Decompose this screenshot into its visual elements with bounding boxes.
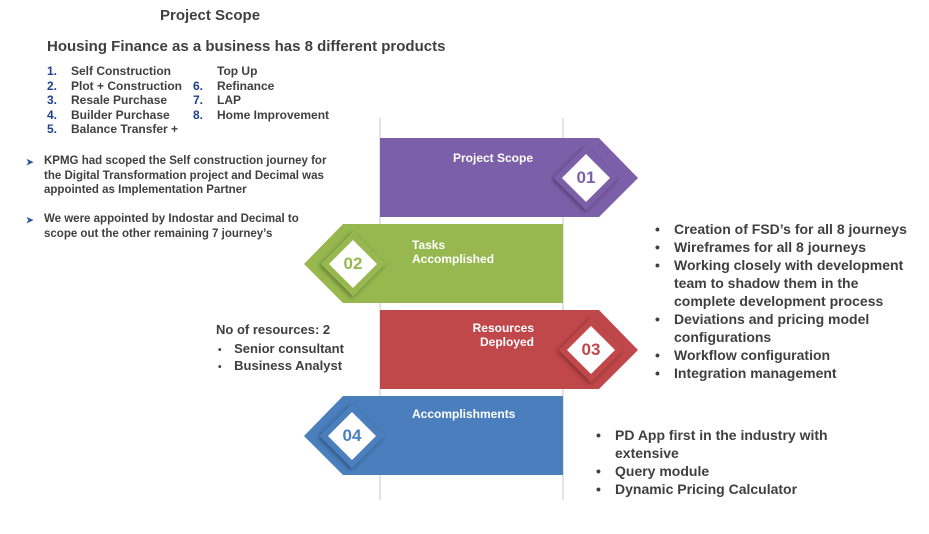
step-number: 04 [342,426,362,445]
step-label-line: Deployed [479,335,534,349]
arrow-bullet-icon: ➤ [26,215,34,225]
list-item-line: Creation of FSD’s for all 8 journeys [674,221,907,237]
step-band-shape [304,224,563,303]
step-band-accomplishments [304,396,563,475]
step-band-tasks-accomplished [304,224,563,303]
product-label: Builder Purchase [71,107,170,122]
step-label-line: Accomplishments [412,407,516,421]
product-label: Refinance [217,78,275,93]
product-label: Top Up [217,64,258,78]
step-label: Tasks Accomplished [412,238,494,266]
product-label: Balance Transfer + [71,122,179,136]
bullet-icon: • [655,257,660,273]
note-line: scope out the other remaining 7 journey’… [44,227,273,240]
bullet-icon: • [596,463,601,479]
step-label-line: Accomplished [412,252,495,266]
bullet-icon: • [655,239,660,255]
list-item: • Business Analyst [218,357,342,376]
product-number: 2. [47,78,58,93]
list-item-line: Deviations and pricing model [674,311,870,327]
resources-block: No of resources: 2 • Senior consultant •… [216,321,376,375]
step-number-badge: 04 [319,403,385,469]
step-number: 02 [343,254,363,273]
list-item-line: Workflow configuration [674,347,831,363]
bullet-icon: • [596,481,601,497]
step-label: Project Scope [380,151,606,165]
step-band-resources-deployed [380,310,638,389]
step-label: Resources Deployed [380,321,534,349]
product-label: Home Improvement [217,107,330,122]
product-item: Top Up [193,64,257,79]
product-label: Plot + Construction [71,78,182,93]
tasks-list: • Creation of FSD’s for all 8 journeys •… [655,220,927,382]
product-number: 7. [193,93,204,107]
guide-line-right [562,118,564,500]
product-number: 6. [193,78,204,93]
bullet-icon: • [218,362,222,373]
step-band-shape [304,396,563,475]
step-label: Accomplishments [412,407,515,421]
product-item: 8. Home Improvement [193,108,329,123]
step-label-line: Project Scope [452,151,534,165]
note-line: appointed as Implementation Partner [44,184,247,196]
list-item-line: Wireframes for all 8 journeys [674,239,867,255]
guide-line-left [379,118,381,500]
accomplishments-list: • PD App first in the industry with exte… [596,426,896,500]
note-text: KPMG had scoped the Self construction jo… [44,154,326,198]
product-number: 3. [47,93,58,107]
resource-label: Business Analyst [234,358,343,373]
product-list: 1. Self Construction 2. Plot + Constructio… [47,64,347,140]
note-line: the Digital Transformation project and D… [44,169,324,182]
step-band-shape [380,310,638,389]
product-label: Resale Purchase [71,93,168,107]
list-item-line: PD App first in the industry with [615,427,828,443]
step-number-badge: 02 [320,231,386,297]
list-item: • Senior consultant [218,340,344,359]
product-item: 7. LAP [193,93,241,108]
step-label-line: Tasks [412,238,446,252]
product-item: 6. Refinance [193,79,274,94]
bullet-icon: • [596,427,601,443]
bullet-icon: • [655,311,660,327]
list-item-line: Dynamic Pricing Calculator [615,481,798,497]
product-label: Self Construction [71,64,172,78]
bullet-icon: • [655,365,660,381]
bullet-icon: • [655,221,660,237]
product-label: LAP [217,93,241,107]
step-number-badge: 03 [558,317,624,383]
product-item: 4. Builder Purchase [47,108,170,123]
list-item-line: Working closely with development [674,257,904,273]
product-number: 4. [47,107,58,122]
page-subtitle: Housing Finance as a business has 8 diff… [47,38,446,55]
product-item: 5. Balance Transfer + [47,122,178,137]
step-label-line: Resources [472,321,534,335]
product-number: 5. [47,122,58,136]
arrow-bullet-icon: ➤ [26,157,34,167]
note-item: ➤ KPMG had scoped the Self construction … [26,154,366,200]
product-item: 1. Self Construction [47,64,171,79]
note-text: We were appointed by Indostar and Decima… [44,212,299,241]
list-item-line: complete development process [674,293,884,309]
bullet-icon: • [218,345,222,356]
bullet-icon: • [655,347,660,363]
list-item-line: team to shadow them in the [674,275,859,291]
product-item: 2. Plot + Construction [47,79,182,94]
list-item-line: Integration management [674,365,837,381]
page-title: Project Scope [160,7,261,24]
note-line: We were appointed by Indostar and Decima… [44,213,299,225]
resource-label: Senior consultant [234,341,344,356]
list-item-line: Query module [615,463,710,479]
list-item-line: extensive [615,445,679,461]
product-number: 8. [193,107,204,122]
product-item: 3. Resale Purchase [47,93,167,108]
step-number: 01 [576,168,596,187]
step-number: 03 [581,340,601,359]
resources-heading: No of resources: 2 [216,322,331,337]
list-item-line: configurations [674,329,772,345]
step-number-badge: 01 [553,145,619,211]
note-item: ➤ We were appointed by Indostar and Deci… [26,212,366,244]
note-line: KPMG had scoped the Self construction jo… [44,155,327,167]
product-number: 1. [47,64,58,78]
